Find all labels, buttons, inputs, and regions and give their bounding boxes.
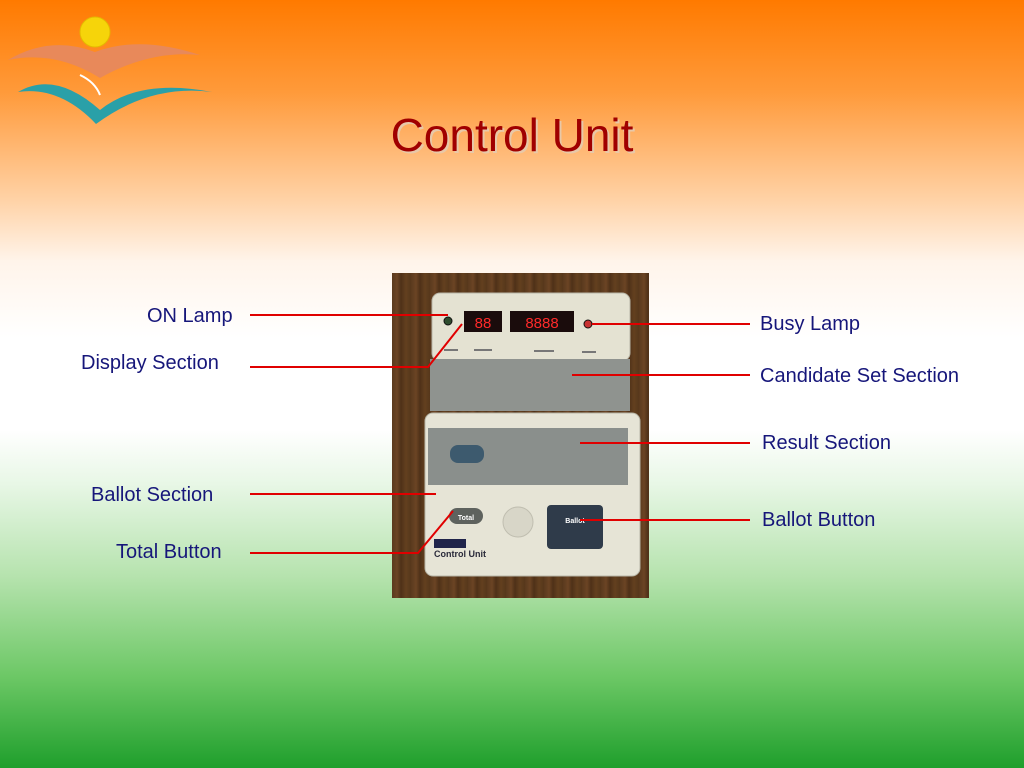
busy-lamp-label: Busy Lamp [760, 313, 861, 335]
sun-icon [79, 16, 111, 48]
display-window-right [510, 311, 574, 332]
display-right-digits: 8888 [525, 315, 558, 332]
result-section-label: Result Section [762, 432, 891, 454]
display-window-left [464, 311, 502, 332]
orange-wing-icon [8, 44, 200, 78]
result-slot [450, 445, 484, 463]
display-section-label: Display Section [81, 352, 219, 374]
on-lamp-label: ON Lamp [147, 305, 233, 327]
total-button-leader [250, 510, 454, 554]
brand-text: Control Unit [434, 549, 486, 559]
brand-logo-mark [434, 539, 466, 548]
ballot-button-label: Ballot [565, 518, 585, 525]
page-title: Control Unit [390, 109, 634, 161]
speaker-grille [502, 506, 534, 538]
control-unit-photo: 88 8888 Total Ballot Control Unit [392, 273, 649, 598]
candidate-set-panel [430, 359, 630, 411]
display-section-leader [250, 323, 463, 368]
ballot-button [547, 505, 603, 549]
candidate-set-section-label: Candidate Set Section [760, 365, 960, 387]
total-button-label-callout: Total Button [116, 541, 222, 563]
ballot-button-label-callout: Ballot Button [762, 509, 876, 531]
display-left-digits: 88 [475, 315, 492, 332]
total-button [449, 508, 483, 524]
on-lamp [443, 316, 453, 326]
ballot-section-label: Ballot Section [91, 484, 214, 506]
teal-wing-icon [18, 84, 212, 124]
sun-and-open-book-logo [8, 16, 212, 124]
total-button-label: Total [458, 515, 474, 522]
